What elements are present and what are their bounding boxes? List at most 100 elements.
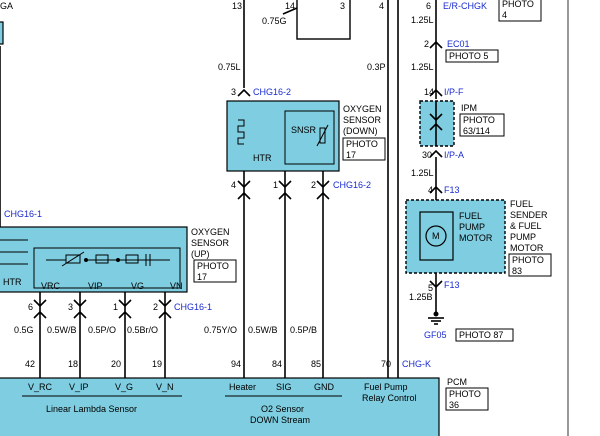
fuel-pin-top: 4 bbox=[428, 185, 433, 195]
o2up-chevron-1 bbox=[118, 299, 132, 308]
o2up-chevron-3b bbox=[73, 310, 87, 319]
o2up-chevron-2 bbox=[158, 299, 172, 308]
wire-label-05pb: 0.5P/B bbox=[290, 325, 317, 335]
pin-3: 3 bbox=[340, 1, 345, 11]
pin-13: 13 bbox=[232, 1, 242, 11]
o2down-bottom-chevron-a2 bbox=[237, 191, 251, 200]
wire-color-labels: 0.5G 0.5W/B 0.5P/O 0.5Br/O 0.75Y/O 0.5W/… bbox=[14, 325, 317, 335]
ec01-photo-box bbox=[445, 49, 499, 63]
ground-photo-box bbox=[455, 328, 514, 342]
o2up-vrc-resistor bbox=[65, 254, 81, 264]
o2up-pin-6: 6 bbox=[28, 302, 33, 312]
ground-dot bbox=[433, 311, 439, 317]
top-section: 13 14 3 0.75G 4 0.75L 0.3P GA 6 E/R-CHGK… bbox=[0, 0, 542, 436]
pin-6: 6 bbox=[426, 1, 431, 11]
ipm-box bbox=[419, 100, 455, 147]
o2down-name-l1: OXYGEN bbox=[343, 104, 382, 114]
ipm-bottom-chevron bbox=[429, 149, 443, 158]
o2down-photo-box bbox=[342, 137, 386, 161]
ec01-chevron bbox=[429, 40, 443, 49]
ipm-conn-top: I/P-F bbox=[444, 87, 464, 97]
pcm-v-ip: V_IP bbox=[69, 382, 89, 392]
o2up-chevron-1b bbox=[118, 310, 132, 319]
o2up-vn: VN bbox=[170, 281, 183, 291]
o2up-conn-top: CHG16-1 bbox=[4, 209, 42, 219]
wire-label-05po: 0.5P/O bbox=[88, 325, 116, 335]
wire-label-075l: 0.75L bbox=[218, 62, 241, 72]
o2up-vip: VIP bbox=[88, 281, 103, 291]
pcm-pin-70: 70 bbox=[381, 359, 391, 369]
pcm-fp-l1: Fuel Pump bbox=[364, 382, 408, 392]
ec01-pin: 2 bbox=[424, 39, 429, 49]
ga-label: GA bbox=[0, 1, 13, 11]
o2down-snsr-arrow bbox=[316, 124, 329, 147]
pin-14: 14 bbox=[285, 1, 295, 11]
pcm-pin-42: 42 bbox=[25, 359, 35, 369]
o2down-bottom-chevron-c bbox=[316, 180, 330, 189]
fuel-conn-bottom: F13 bbox=[444, 280, 460, 290]
o2down-bottom-chevron-b bbox=[278, 180, 292, 189]
pcm-component: 42 18 20 19 94 84 85 70 CHG-K V_RC V_IP … bbox=[0, 359, 489, 436]
o2up-pin-3: 3 bbox=[68, 302, 73, 312]
fuel-photo-l2: 83 bbox=[512, 266, 522, 276]
motor-m: M bbox=[432, 231, 440, 241]
fuel-top-chevron bbox=[429, 185, 443, 194]
fuel-photo-box bbox=[508, 253, 552, 277]
pcm-heater: Heater bbox=[229, 382, 256, 392]
o2up-conn-bottom: CHG16-1 bbox=[174, 302, 212, 312]
o2up-vrc-arrow bbox=[61, 251, 85, 267]
o2down-pin-b: 1 bbox=[273, 180, 278, 190]
pcm-pin-18: 18 bbox=[68, 359, 78, 369]
ec01-connector: 2 EC01 PHOTO 5 1.25L bbox=[411, 39, 499, 72]
fuel-photo-l1: PHOTO bbox=[512, 255, 544, 265]
left-edge-component bbox=[0, 21, 4, 45]
pcm-o2-l1: O2 Sensor bbox=[261, 404, 304, 414]
wire-075g-stub bbox=[282, 7, 298, 15]
ipm-photo-l1: PHOTO bbox=[463, 115, 495, 125]
pcm-v-g: V_G bbox=[115, 382, 133, 392]
photo-top-num: 4 bbox=[502, 10, 507, 20]
wire-label-03p: 0.3P bbox=[367, 62, 386, 72]
o2up-photo-l1: PHOTO bbox=[197, 261, 229, 271]
ipm-component: 14 I/P-F IPM PHOTO 63/114 30 I/P-A 1.25L bbox=[411, 87, 505, 200]
pcm-gnd: GND bbox=[314, 382, 335, 392]
photo-top-label: PHOTO bbox=[502, 0, 534, 9]
o2up-vip-element bbox=[95, 254, 109, 264]
o2up-chevron-3 bbox=[73, 299, 87, 308]
photo-box-top bbox=[498, 0, 542, 22]
wire-label-125l-top: 1.25L bbox=[411, 15, 434, 25]
o2up-chevron-6 bbox=[33, 299, 47, 308]
o2up-vg: VG bbox=[131, 281, 144, 291]
ground-photo: PHOTO 87 bbox=[459, 330, 503, 340]
wire-label-125l-mid: 1.25L bbox=[411, 62, 434, 72]
ipm-photo-box bbox=[459, 113, 505, 137]
o2up-photo-l2: 17 bbox=[197, 272, 207, 282]
pin-4: 4 bbox=[379, 1, 384, 11]
fuel-name-l3: & FUEL bbox=[510, 221, 542, 231]
conn-erchgk: E/R-CHGK bbox=[443, 1, 487, 11]
o2down-snsr-box bbox=[284, 110, 335, 165]
o2up-pin-1: 1 bbox=[113, 302, 118, 312]
o2down-pin-top: 3 bbox=[231, 87, 236, 97]
o2-sensor-up: CHG16-1 HTR VRC VIP VG VN OXYGEN SENSOR … bbox=[0, 209, 237, 378]
motor-icon bbox=[425, 225, 447, 247]
pcm-photo-l1: PHOTO bbox=[449, 389, 481, 399]
pcm-pin-84: 84 bbox=[272, 359, 282, 369]
ipm-conn-bottom: I/P-A bbox=[444, 150, 464, 160]
fuel-pump-component: 4 F13 M FUEL PUMP MOTOR FUEL SENDER & FU… bbox=[405, 185, 552, 342]
ipm-top-chevron bbox=[429, 88, 443, 97]
o2down-snsr-element bbox=[319, 127, 326, 144]
wire-label-05bro: 0.5Br/O bbox=[127, 325, 158, 335]
o2down-name-l2: SENSOR bbox=[343, 115, 382, 125]
fuel-inner-l3: MOTOR bbox=[459, 233, 493, 243]
fuel-name-l5: MOTOR bbox=[510, 243, 544, 253]
pcm-o2-l2: DOWN Stream bbox=[250, 415, 310, 425]
o2up-photo-box bbox=[193, 259, 237, 283]
o2down-name-l3: (DOWN) bbox=[343, 126, 378, 136]
o2-sensor-down: 3 CHG16-2 HTR SNSR OXYGEN SENSOR (DOWN) … bbox=[226, 87, 386, 378]
o2down-snsr: SNSR bbox=[291, 125, 317, 135]
pcm-fp-l2: Relay Control bbox=[362, 393, 417, 403]
o2down-heater-coil bbox=[237, 119, 245, 145]
o2down-photo-l2: 17 bbox=[346, 150, 356, 160]
fuel-name-l4: PUMP bbox=[510, 232, 536, 242]
